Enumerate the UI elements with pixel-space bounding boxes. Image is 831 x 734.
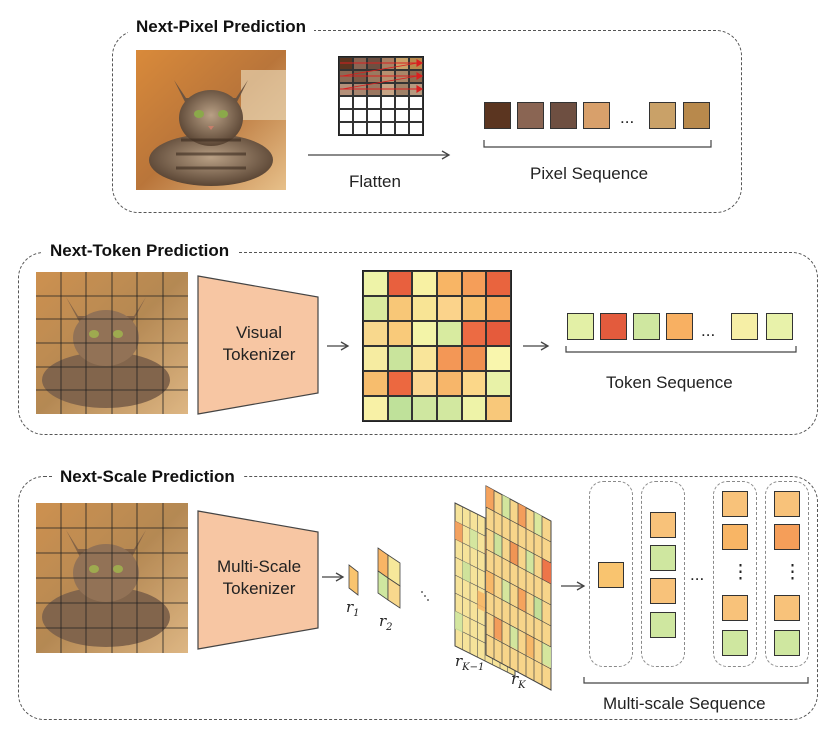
next-scale-title: Next-Scale Prediction: [52, 467, 243, 487]
token-grid-cell: [387, 346, 413, 371]
token-grid-cell: [412, 396, 437, 421]
scale-seq-token: [722, 524, 748, 550]
scale-seq-token: [774, 630, 800, 656]
token-grid-cell: [436, 271, 462, 296]
token-grid-cell: [387, 396, 413, 421]
token-grid-cell: [363, 321, 388, 346]
token-grid-cell: [436, 296, 462, 321]
next-pixel-panel: [112, 30, 742, 213]
visual-tokenizer-shape: [197, 275, 319, 415]
token-grid-cell: [363, 346, 388, 371]
label-rk: rK: [511, 670, 526, 691]
pixel-token-6: [683, 102, 710, 129]
scale-column-2: [641, 481, 685, 667]
next-pixel-title: Next-Pixel Prediction: [128, 17, 315, 37]
token-grid-cell: [412, 346, 437, 371]
pixel-token-4: [583, 102, 610, 129]
vertical-ellipsis: ⋮: [783, 562, 802, 583]
token-seq-square: [600, 313, 627, 340]
scale-ellipsis: ...: [690, 565, 705, 584]
token-grid-cell: [412, 321, 437, 346]
token-grid-cell: [363, 271, 388, 296]
vertical-ellipsis: ⋮: [731, 562, 750, 583]
cat-image: [136, 50, 286, 190]
pixel-token-1: [484, 102, 511, 129]
token-grid-cell: [363, 371, 388, 396]
cat-image-gridded: [36, 272, 188, 414]
pixel-token-2: [517, 102, 544, 129]
token-grid-cell: [436, 396, 462, 421]
token-seq-square: [666, 313, 693, 340]
token-grid-cell: [486, 321, 511, 346]
scale-seq-token: [774, 595, 800, 621]
token-grid-cell: [486, 346, 511, 371]
scale-seq-token: [722, 491, 748, 517]
scale-seq-token: [650, 612, 676, 638]
token-grid-cell: [486, 271, 511, 296]
token-grid-cell: [412, 271, 437, 296]
scale-column-1: [589, 481, 633, 667]
multiscale-tokenizer-label: Multi-Scale Tokenizer: [216, 557, 302, 598]
token-grid-cell: [461, 346, 487, 371]
token-sequence-label: Token Sequence: [606, 373, 733, 392]
visual-tokenizer-label: Visual Tokenizer: [222, 323, 296, 364]
flatten-label: Flatten: [349, 172, 401, 191]
multiscale-tokenizer-shape: [197, 510, 319, 650]
next-scale-panel: [18, 476, 818, 720]
pixel-grid: [338, 56, 424, 136]
token-grid: [362, 270, 512, 422]
pixel-ellipsis: ...: [620, 108, 635, 127]
token-grid-cell: [461, 371, 487, 396]
multiscale-sequence-label: Multi-scale Sequence: [603, 694, 766, 713]
token-grid-cell: [387, 296, 413, 321]
token-grid-cell: [363, 396, 388, 421]
scale-seq-token: [650, 578, 676, 604]
token-grid-cell: [486, 396, 511, 421]
token-grid-cell: [363, 296, 388, 321]
pixel-token-5: [649, 102, 676, 129]
token-grid-cell: [486, 371, 511, 396]
token-seq-square: [766, 313, 793, 340]
token-seq-square: [731, 313, 758, 340]
scale-seq-token: [774, 491, 800, 517]
cat-image-multiscale: [36, 503, 188, 653]
scale-seq-token: [598, 562, 624, 588]
scale-seq-token: [650, 512, 676, 538]
token-grid-cell: [412, 371, 437, 396]
token-grid-cell: [412, 296, 437, 321]
token-grid-cell: [387, 371, 413, 396]
next-token-title: Next-Token Prediction: [42, 241, 238, 261]
label-r2: r2: [379, 612, 393, 633]
pixel-token-3: [550, 102, 577, 129]
scale-seq-token: [774, 524, 800, 550]
token-grid-cell: [461, 296, 487, 321]
scale-column-4: [765, 481, 809, 667]
label-r1: r1: [346, 598, 360, 619]
scale-seq-token: [722, 595, 748, 621]
token-grid-cell: [486, 296, 511, 321]
token-seq-square: [633, 313, 660, 340]
token-seq-square: [567, 313, 594, 340]
scale-seq-token: [722, 630, 748, 656]
pixel-sequence-label: Pixel Sequence: [530, 164, 649, 183]
token-grid-cell: [387, 271, 413, 296]
token-grid-cell: [387, 321, 413, 346]
token-ellipsis: ...: [701, 321, 716, 340]
scale-seq-token: [650, 545, 676, 571]
token-grid-cell: [436, 321, 462, 346]
next-token-panel: [18, 252, 818, 435]
scale-column-3: [713, 481, 757, 667]
label-rk1: rK−1: [455, 652, 485, 673]
token-grid-cell: [461, 396, 487, 421]
token-grid-cell: [436, 371, 462, 396]
token-grid-cell: [436, 346, 462, 371]
token-grid-cell: [461, 271, 487, 296]
token-grid-cell: [461, 321, 487, 346]
